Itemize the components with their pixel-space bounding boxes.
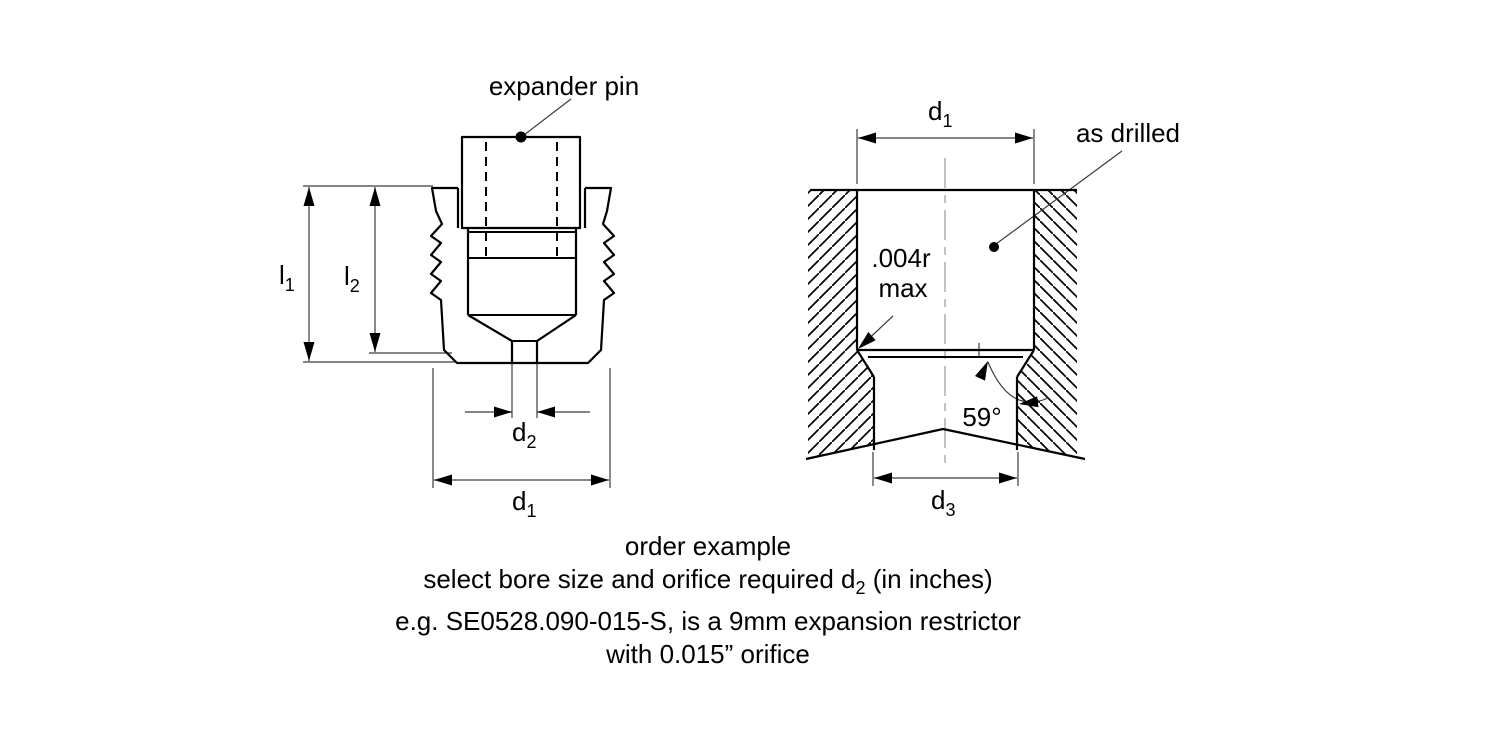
dim-label-l1-sub: 1 (285, 275, 295, 295)
arrow-l1-top (303, 187, 315, 206)
arrow-l1-bottom (303, 342, 315, 361)
radius-note-line1: .004r (871, 243, 931, 273)
dim-label-l2: l2 (344, 261, 360, 296)
arrow-d2-right (537, 406, 555, 418)
leader-expander-pin (523, 98, 572, 136)
note-line-example-code: e.g. SE0528.090-015-S, is a 9mm expansio… (395, 606, 1021, 637)
arrow-d1r-left (858, 132, 876, 144)
dim-label-d1-right-base: d (928, 96, 942, 126)
hatch-sections (808, 190, 1077, 458)
dim-label-d1-left-sub: 1 (526, 501, 536, 521)
angle-dim-arc (987, 361, 1049, 403)
arrow-d1-right (591, 474, 609, 486)
arrow-d3-left (874, 472, 892, 484)
leader-dot-as-drilled (989, 242, 999, 252)
arrowheads (303, 131, 1039, 486)
body-outline (429, 186, 616, 365)
arrow-d3-right (999, 472, 1017, 484)
dim-label-d1-right-sub: 1 (942, 111, 952, 131)
dim-label-d2: d2 (512, 417, 536, 452)
dim-label-d2-sub: 2 (526, 432, 536, 452)
arrow-angle-side (1019, 396, 1039, 408)
arrow-radius-note (858, 332, 876, 349)
arrow-angle-top (975, 361, 988, 381)
dim-label-l2-base: l (344, 261, 350, 291)
note-line-order-example: order example (624, 531, 792, 561)
order-example-notes: order example select bore size and orifi… (208, 530, 1208, 671)
expander-pin-label: expander pin (489, 71, 639, 101)
arrow-d1-left (434, 474, 452, 486)
dim-label-d2-base: d (512, 417, 526, 447)
leader-as-drilled (995, 150, 1123, 245)
drill-point-cone-line (805, 427, 1086, 461)
note-line-orifice: with 0.015” orifice (606, 639, 810, 670)
note-line2-subscript: 2 (855, 578, 866, 599)
dim-label-d3-sub: 3 (945, 500, 955, 520)
radius-note-line2: max (878, 273, 927, 303)
dim-label-l2-sub: 2 (350, 276, 360, 296)
dim-label-d3-base: d (931, 485, 945, 515)
arrow-l2-top (369, 187, 381, 206)
hatch-left-block (808, 190, 874, 458)
hatch-right-block (1017, 190, 1077, 457)
note-line2-text: select bore size and orifice required d (423, 564, 856, 594)
arrow-l2-bottom (369, 333, 381, 352)
funnel-right (536, 314, 577, 342)
dim-label-d1-left: d1 (512, 486, 536, 521)
arrow-d2-left (494, 406, 512, 418)
arrow-d1r-right (1015, 132, 1033, 144)
leader-dot-expander-pin (515, 131, 527, 143)
angle-label: 59° (962, 402, 1001, 432)
dim-label-l1: l1 (279, 260, 295, 295)
bottom-chamfer-right (1016, 349, 1035, 378)
bottom-chamfer-left (856, 349, 875, 378)
dim-label-d1-right: d1 (928, 96, 952, 131)
note-line-select-bore: select bore size and orifice required d2… (208, 563, 1208, 605)
dim-label-l1-base: l (279, 260, 285, 290)
dim-label-d1-left-base: d (512, 486, 526, 516)
dim-label-d3: d3 (931, 485, 955, 520)
as-drilled-label: as drilled (1076, 118, 1180, 148)
note-line2-suffix: (in inches) (865, 564, 993, 594)
funnel-left (467, 314, 513, 342)
labels: expander pin l1 l2 d2 d1 d1 as drilled .… (279, 71, 1180, 521)
